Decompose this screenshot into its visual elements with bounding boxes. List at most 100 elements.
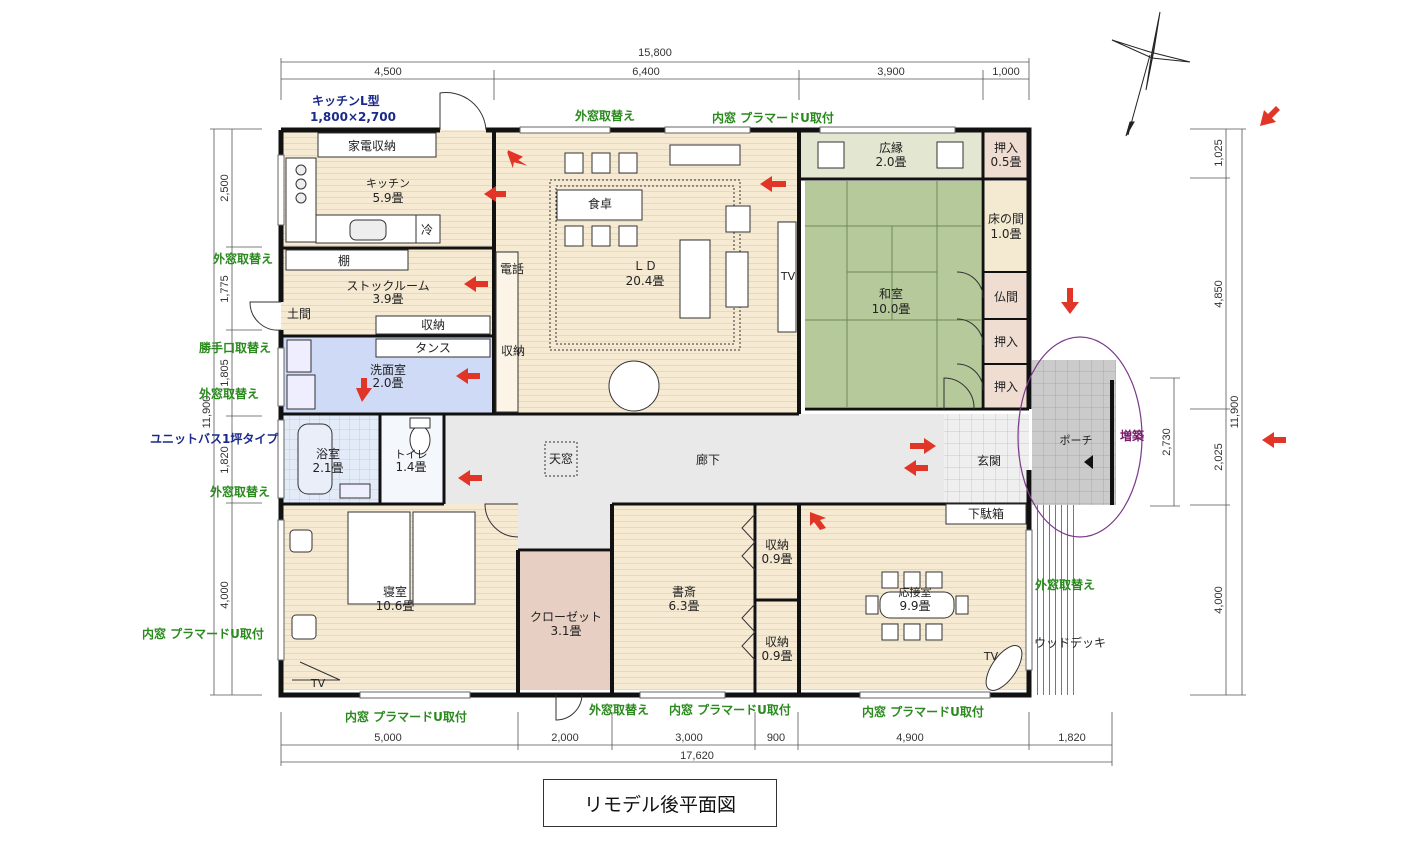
label-ld-size: 20.4畳 [626,274,665,288]
label-kitchen-size: 5.9畳 [372,191,403,205]
extension-circle [1017,336,1143,538]
label-bedroom: 寝室 [383,584,407,599]
oshiire1-floor [983,130,1029,179]
label-phone: 電話 [500,261,524,276]
dim-bottom-total: 17,620 [680,750,714,762]
label-tokonoma-size: 1.0畳 [990,227,1021,241]
ann-extension: 増築 [1120,428,1145,443]
arrow-icon [464,276,488,292]
ann-inner-window-bottom2: 内窓 プラマードU取付 [669,702,791,717]
ann-outer-window-top: 外窓取替え [575,108,635,123]
annotations: キッチンL型 1,800×2,700 外窓取替え 内窓 プラマードU取付 外窓取… [142,93,1145,724]
label-ld-tv: TV [780,270,796,283]
label-bedroom-size: 10.6畳 [376,599,415,613]
ann-outer-window-left3: 外窓取替え [210,484,270,499]
dim-bottom-4: 4,900 [896,732,924,744]
dim-top-2: 3,900 [877,66,905,78]
dim-bottom-0: 5,000 [374,732,402,744]
label-appliance-storage: 家電収納 [348,138,396,153]
label-study-storage1-size: 0.9畳 [761,552,792,566]
wood-deck [1032,505,1074,695]
arrow-icon [456,368,480,384]
label-corridor: 廊下 [696,452,720,467]
butsuma-floor [983,273,1029,319]
label-dining-table: 食卓 [588,196,612,211]
label-engawa: 広縁 [879,140,903,155]
red-arrows [356,106,1286,530]
ann-inner-window-bottom1: 内窓 プラマードU取付 [345,709,467,724]
ann-outer-window-left2: 外窓取替え [199,386,259,401]
label-reception-tv: TV [983,650,999,663]
ann-outer-window-bottom: 外窓取替え [589,702,649,717]
arrow-icon [484,186,506,202]
study-storage1-floor [757,504,797,599]
dim-right-0: 1,025 [1213,139,1225,167]
dim-bottom-3: 900 [767,732,785,744]
ann-outer-window-left1: 外窓取替え [213,251,273,266]
washitsu-tatami [805,181,981,407]
label-oshiire1: 押入 [994,141,1018,155]
label-shelf: 棚 [338,253,350,268]
dining-table [556,189,643,221]
dim-bottom-1: 2,000 [551,732,579,744]
label-genkan: 玄関 [977,453,1001,468]
tokonoma-floor [983,181,1029,272]
dimension-labels: 15,800 4,500 6,400 3,900 1,000 5,000 2,0… [201,47,1241,762]
label-ld: ＬＤ [633,259,657,273]
label-geta-box: 下駄箱 [968,506,1004,521]
dim-porch-depth: 2,730 [1161,428,1173,456]
label-fridge: 冷 [421,223,433,237]
dim-left-1: 1,775 [219,275,231,303]
arrow-icon [760,176,786,192]
label-dresser: タンス [415,341,451,355]
dim-bottom-2: 3,000 [675,732,703,744]
ann-unit-bath: ユニットバス1坪タイプ [150,431,279,446]
dim-left-3: 1,820 [219,446,231,474]
label-kitchen: キッチン [366,177,410,190]
label-reception-size: 9.9畳 [899,599,930,613]
dim-right-2: 2,025 [1213,443,1225,471]
dim-top-0: 4,500 [374,66,402,78]
label-oshiire2: 押入 [994,335,1018,349]
dim-left-2: 1,805 [219,359,231,387]
ann-kitchen-size: 1,800×2,700 [310,110,396,124]
label-closet: クローゼット [530,610,602,624]
label-toilet: トイレ [395,448,428,461]
dim-top-1: 6,400 [632,66,660,78]
dim-right-1: 4,850 [1213,280,1225,308]
corridor-extension [518,504,612,550]
dim-right-3: 4,000 [1213,586,1225,614]
label-washitsu-size: 10.0畳 [872,302,911,316]
ann-inner-window-top: 内窓 プラマードU取付 [712,110,834,125]
toilet-floor [380,414,444,504]
door-swings [249,92,984,721]
corridor-floor [444,414,944,504]
ann-outer-window-right: 外窓取替え [1035,577,1095,592]
label-wood-deck: ウッドデッキ [1034,635,1106,650]
label-study-storage2-size: 0.9畳 [761,649,792,663]
label-oshiire1-size: 0.5畳 [990,155,1021,169]
label-reception: 応接室 [899,585,932,599]
arrow-icon [910,438,936,454]
label-oshiire3: 押入 [994,380,1018,394]
dim-top-total: 15,800 [638,47,672,59]
dim-left-4: 4,000 [219,581,231,609]
label-washitsu: 和室 [879,286,903,301]
label-bath-size: 2.1畳 [312,461,343,475]
room-labels: 家電収納 キッチン 5.9畳 冷 棚 ストックルーム 3.9畳 土間 収納 タン… [287,138,1106,690]
arrow-icon [356,378,372,402]
label-earth-floor: 土間 [287,307,311,321]
study-storage2-floor [757,600,797,690]
label-washroom-size: 2.0畳 [372,376,403,390]
genkan-floor [944,414,1029,504]
closet-floor [518,552,612,690]
arrow-icon [904,460,928,476]
label-washroom: 洗面室 [370,362,406,377]
label-storage1: 収納 [421,318,445,332]
dim-left-0: 2,500 [219,174,231,202]
label-butsuma: 仏間 [994,290,1018,304]
label-ld-storage: 収納 [501,344,525,358]
label-stockroom: ストックルーム [346,279,429,293]
label-study-storage1: 収納 [765,538,789,552]
dimension-lines [210,58,1246,766]
